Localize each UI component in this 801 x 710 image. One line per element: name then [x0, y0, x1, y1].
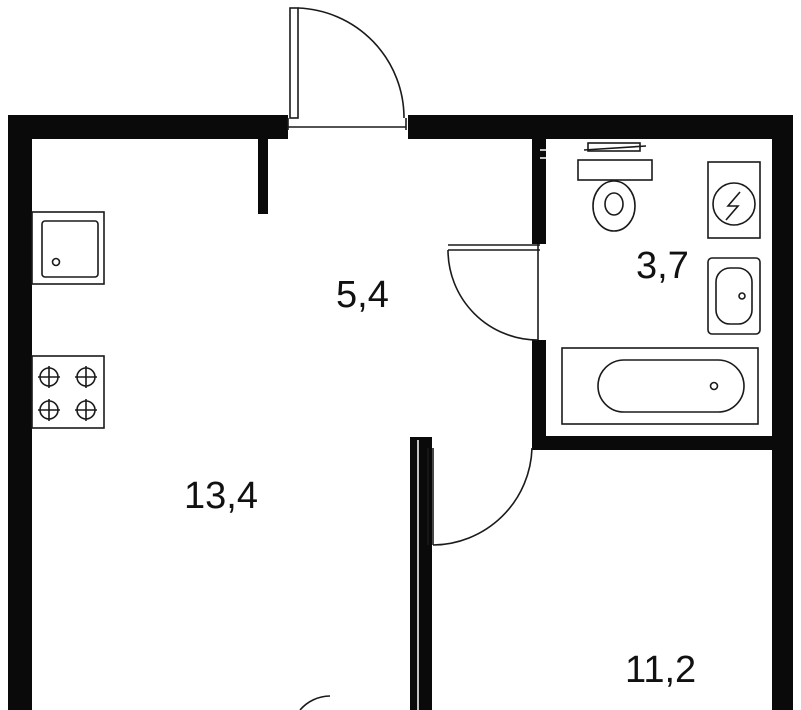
- doors: [287, 7, 540, 710]
- room-area-hallway: 5,4: [336, 274, 389, 316]
- toilet-bowl-inner: [604, 192, 624, 216]
- washer-drum: [712, 182, 756, 226]
- washbasin-drain: [738, 292, 746, 300]
- kitchen-door-swing: [299, 695, 331, 710]
- toilet-bowl: [592, 180, 636, 232]
- toilet-flush-plate: [587, 142, 641, 152]
- sink-drain: [51, 257, 61, 267]
- sink-icon: [31, 211, 105, 285]
- washbasin-bowl: [715, 267, 753, 325]
- toilet-flush: [583, 145, 647, 151]
- wall-bath-west-lower: [532, 340, 546, 450]
- bathtub-drain: [709, 381, 719, 391]
- washer-symbol: [725, 191, 741, 221]
- entrance-door-swing: [297, 7, 405, 119]
- bathtub-outer: [561, 347, 759, 425]
- stove-icon: [31, 355, 105, 429]
- washer-body: [707, 161, 761, 239]
- room-area-kitchen: 13,4: [184, 475, 258, 517]
- wall-left: [8, 115, 32, 710]
- wall-partition-stub: [258, 139, 268, 214]
- washbasin-icon: [707, 257, 761, 335]
- stove-burner: [38, 366, 60, 388]
- wall-bath-south: [532, 436, 793, 450]
- washing-machine-icon: [707, 161, 761, 239]
- sink-basin: [41, 220, 99, 278]
- bathtub-icon: [561, 347, 759, 425]
- walls: [8, 115, 793, 710]
- entrance-door-leaf: [289, 7, 299, 119]
- stove-burner: [75, 366, 97, 388]
- room-labels: 5,4 3,7 13,4 11,2: [184, 245, 696, 691]
- wall-bedroom-west: [410, 437, 432, 710]
- washbasin-counter: [707, 257, 761, 335]
- wall-top-right: [408, 115, 793, 139]
- wall-details: [417, 149, 768, 710]
- sink-counter: [31, 211, 105, 285]
- wall-right: [772, 115, 793, 710]
- room-area-bedroom: 11,2: [625, 649, 696, 691]
- bath-door-swing: [447, 249, 539, 341]
- toilet-cistern: [577, 159, 653, 181]
- bathtub-inner: [597, 359, 745, 413]
- bedroom-door-swing: [432, 447, 533, 546]
- stove-burner: [75, 399, 97, 421]
- toilet-icon: [577, 142, 653, 232]
- stove-burner: [38, 399, 60, 421]
- stove-body: [31, 355, 105, 429]
- wall-bath-west-upper: [532, 139, 546, 244]
- room-area-bathroom: 3,7: [636, 245, 689, 287]
- wall-top-left: [8, 115, 288, 139]
